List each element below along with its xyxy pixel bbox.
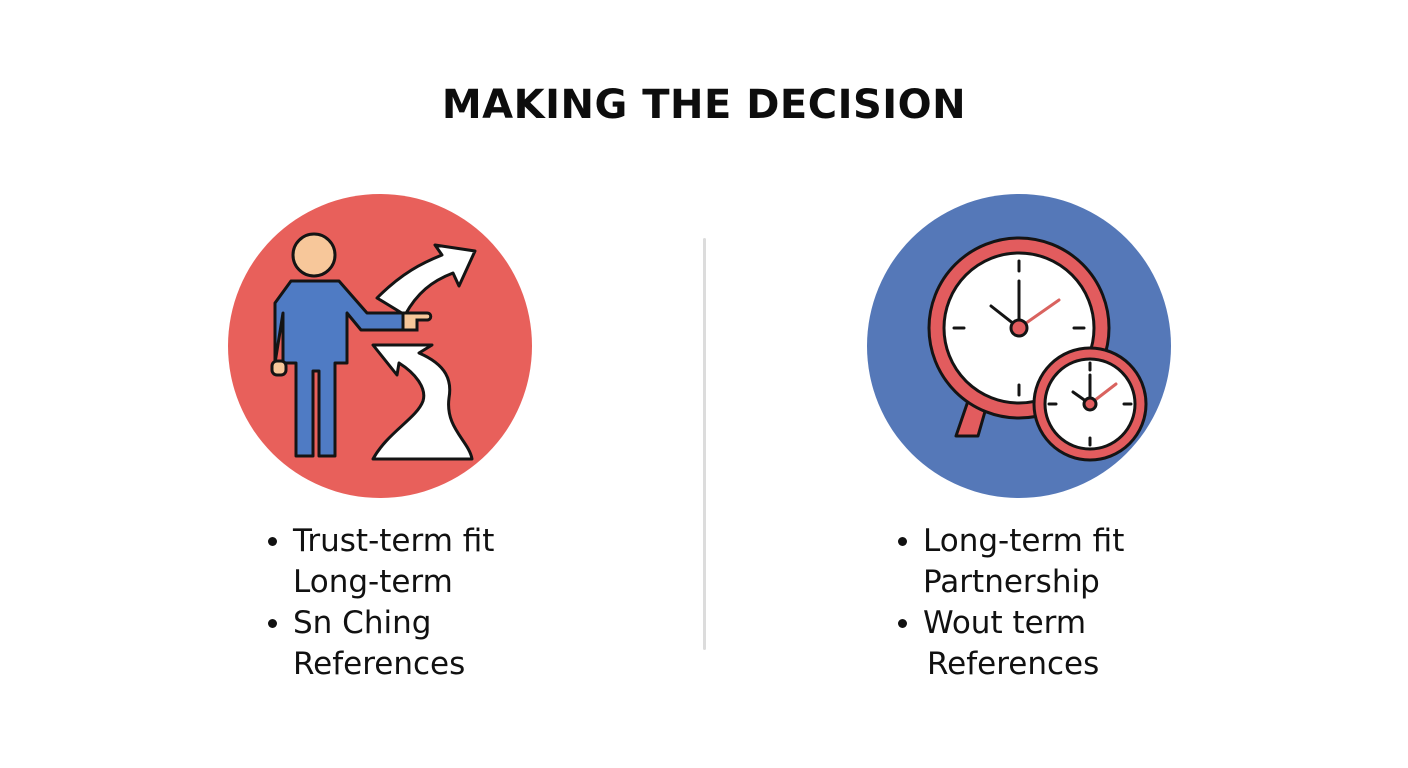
bullet-subtext: Partnership (923, 564, 1100, 600)
upper-arrow-icon (375, 243, 477, 317)
bullet-text: Wout term (923, 605, 1087, 641)
bullet-text: Sn Ching (293, 605, 432, 641)
bullet-dot (268, 537, 277, 546)
bullet-dot (898, 537, 907, 546)
bullet-subtext: Long-term (293, 564, 453, 600)
center-divider (703, 238, 706, 650)
list-item: Long-term fit Partnership (894, 521, 1124, 603)
bullet-subtext: References (293, 646, 466, 682)
list-item: Trust-term fit Long-term (264, 521, 494, 603)
page-title: MAKING THE DECISION (441, 82, 967, 128)
bullet-dot (898, 619, 907, 628)
person-choosing-path-icon (227, 193, 533, 499)
list-item: Wout term References (894, 603, 1124, 685)
person-pointing-hand (401, 311, 433, 332)
person-head (291, 232, 337, 278)
bullet-subtext: References (927, 646, 1100, 682)
bullet-text: Long-term fit (923, 523, 1125, 559)
bullet-dot (268, 619, 277, 628)
right-bullet-list: Long-term fit Partnership Wout term Refe… (894, 521, 1124, 685)
clocks-icon (866, 193, 1172, 499)
person-left-hand (270, 359, 288, 377)
bullet-text: Trust-term fit (293, 523, 495, 559)
list-item: Sn Ching References (264, 603, 494, 685)
left-bullet-list: Trust-term fit Long-term Sn Ching Refere… (264, 521, 494, 685)
lower-path-icon (371, 343, 474, 461)
